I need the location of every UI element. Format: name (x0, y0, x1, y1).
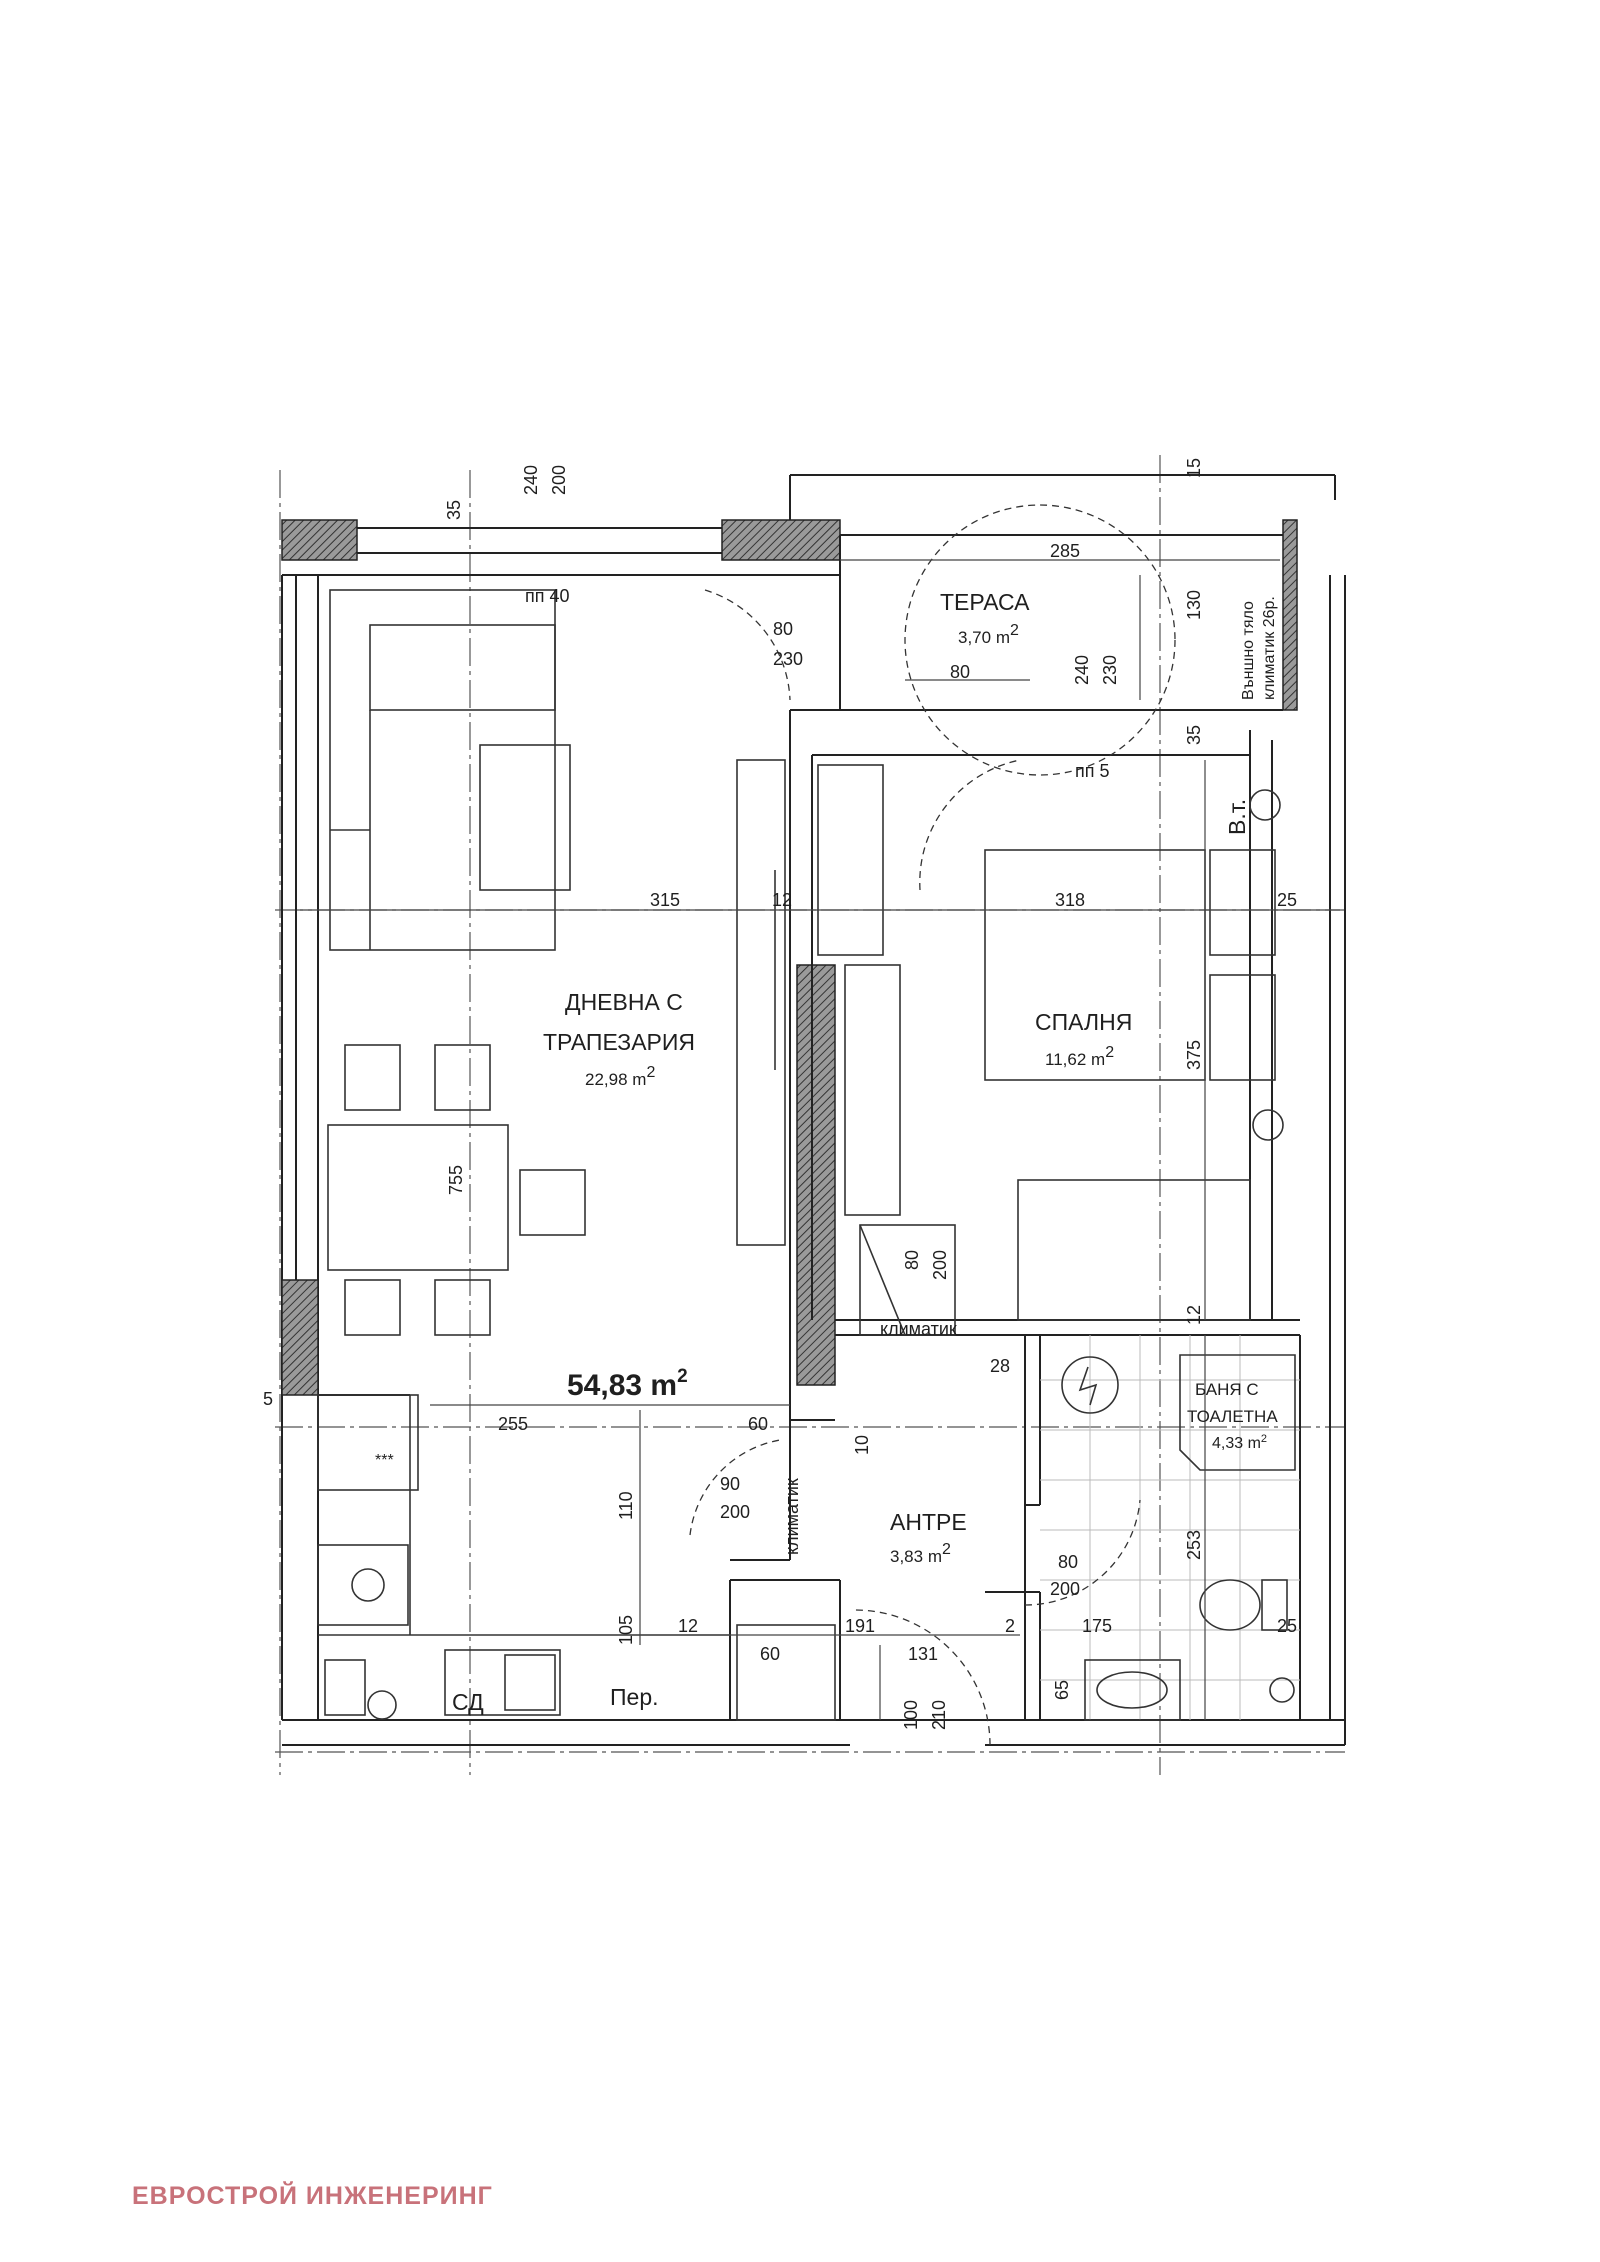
dim-65: 65 (1052, 1680, 1072, 1700)
external-unit-label-1: Външно тяло (1240, 601, 1257, 700)
dim-2: 2 (1005, 1616, 1015, 1636)
dim-60-b: 60 (760, 1644, 780, 1664)
dim-131: 131 (908, 1644, 938, 1664)
dim-12-mid: 12 (772, 890, 792, 910)
dim-110: 110 (616, 1491, 636, 1520)
dim-100: 100 (901, 1700, 921, 1730)
window-label-pp5: пп 5 (1075, 761, 1110, 781)
dim-200-ac: 200 (930, 1250, 950, 1280)
dishwasher-label: СД (452, 1689, 484, 1715)
dim-318: 318 (1055, 890, 1085, 910)
dim-28: 28 (990, 1356, 1010, 1376)
dimension-lines (300, 559, 1340, 1720)
dim-35-terrace: 35 (1184, 725, 1204, 745)
stars-label: *** (375, 1452, 394, 1469)
dim-130: 130 (1184, 590, 1204, 620)
window-label-pp40: пп 40 (525, 586, 570, 606)
dim-755: 755 (446, 1165, 466, 1195)
dim-5: 5 (263, 1389, 273, 1409)
terrace-area: 3,70 m2 (958, 622, 1019, 647)
living-area: 22,98 m2 (585, 1064, 655, 1089)
dim-12-a: 12 (678, 1616, 698, 1636)
dim-10: 10 (852, 1435, 872, 1455)
bedroom-area: 11,62 m2 (1045, 1044, 1114, 1069)
hall-name: АНТРЕ (890, 1509, 967, 1535)
dim-80-terrace: 80 (950, 662, 970, 682)
dim-80-bath: 80 (1058, 1552, 1078, 1572)
dim-25-bed: 25 (1277, 890, 1297, 910)
walls (281, 474, 1346, 1746)
dim-210: 210 (929, 1700, 949, 1730)
living-name-2: ТРАПЕЗАРИЯ (543, 1029, 695, 1055)
bath-name-1: БАНЯ С (1195, 1380, 1259, 1399)
dim-80-ac: 80 (902, 1250, 922, 1270)
dim-25-bath: 25 (1277, 1616, 1297, 1636)
dim-285: 285 (1050, 541, 1080, 561)
doors (689, 589, 1141, 1746)
terrace-name: ТЕРАСА (940, 589, 1030, 615)
company-name: ЕВРОСТРОЙ ИНЖЕНЕРИНГ (132, 2182, 493, 2210)
dim-240-terrace: 240 (1072, 655, 1092, 685)
bath-tiles (1040, 1335, 1300, 1720)
dim-105: 105 (616, 1615, 636, 1645)
dim-230-door: 230 (773, 649, 803, 669)
dim-375: 375 (1184, 1040, 1204, 1070)
bath-name-2: ТОАЛЕТНА (1187, 1407, 1278, 1426)
dim-200-top: 200 (549, 465, 569, 495)
dim-191: 191 (845, 1616, 875, 1636)
living-name-1: ДНЕВНА С (565, 989, 683, 1015)
ac-label-bedroom: климатик (880, 1319, 957, 1339)
dim-175: 175 (1082, 1616, 1112, 1636)
bath-area: 4,33 m2 (1212, 1433, 1267, 1452)
washer-label: Пер. (610, 1684, 659, 1710)
boiler-label: В.т. (1224, 799, 1250, 835)
dim-255: 255 (498, 1414, 528, 1434)
external-unit-label-2: климатик 26р. (1261, 596, 1278, 700)
hall-area: 3,83 m2 (890, 1541, 951, 1566)
bedroom-name: СПАЛНЯ (1035, 1009, 1132, 1035)
dim-253: 253 (1184, 1530, 1204, 1560)
dim-12-bed: 12 (1184, 1305, 1204, 1325)
dim-200-door: 200 (720, 1502, 750, 1522)
dim-230-terrace: 230 (1100, 655, 1120, 685)
total-area: 54,83 m2 (567, 1366, 688, 1402)
ac-label-hall: климатик (782, 1478, 802, 1555)
dim-200-bath: 200 (1050, 1579, 1080, 1599)
dim-35-top: 35 (444, 500, 464, 520)
dim-15-top: 15 (1184, 458, 1204, 478)
dim-80-door: 80 (773, 619, 793, 639)
dim-60: 60 (748, 1414, 768, 1434)
dim-90: 90 (720, 1474, 740, 1494)
dim-240-top: 240 (521, 465, 541, 495)
dim-315: 315 (650, 890, 680, 910)
